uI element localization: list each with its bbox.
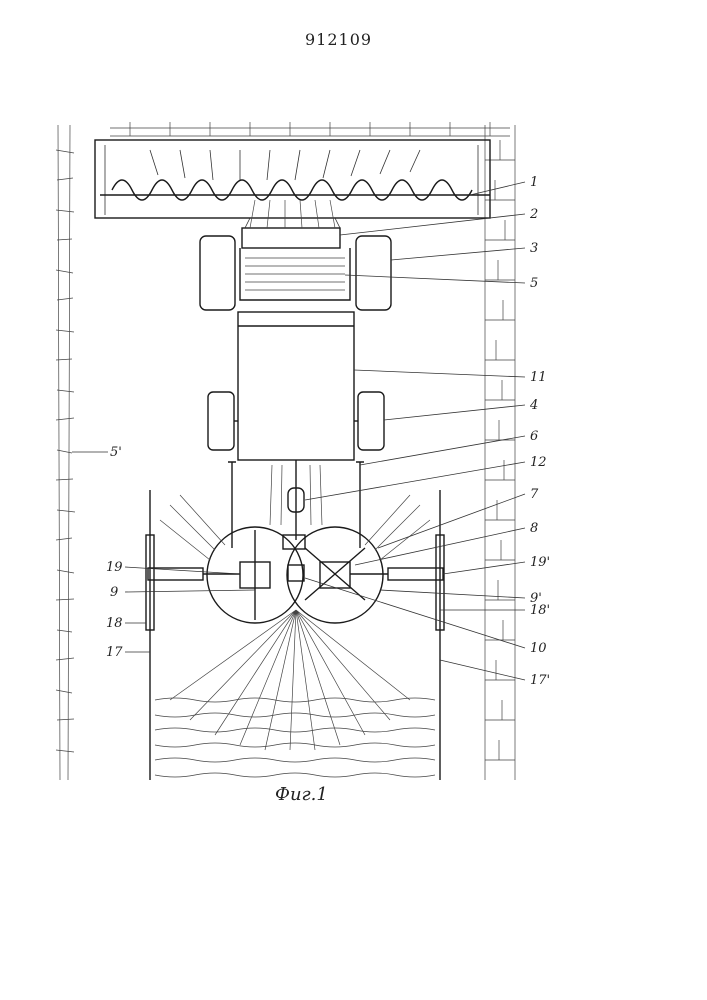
callout-11: 11	[530, 370, 547, 385]
callout-19: 19	[106, 560, 123, 575]
callout-18-prime: 18'	[530, 603, 550, 618]
callout-7: 7	[530, 487, 539, 502]
right-brick-wall	[485, 125, 515, 780]
callout-5-prime: 5'	[110, 445, 122, 460]
callout-5: 5	[530, 276, 538, 291]
figure-caption: Фиг.1	[275, 784, 328, 805]
callout-10: 10	[530, 641, 547, 656]
left-wall-texture	[56, 125, 75, 780]
callout-19-prime: 19'	[530, 555, 550, 570]
front-hopper	[240, 248, 350, 300]
rear-wheels	[208, 392, 384, 450]
front-wheels	[200, 236, 391, 310]
auger-spiral	[112, 180, 472, 200]
gearbox	[283, 535, 305, 581]
top-brick-row	[110, 122, 510, 136]
discharge-chute	[242, 200, 340, 248]
callout-1: 1	[530, 175, 538, 190]
callout-17-prime: 17'	[530, 673, 550, 688]
main-body	[238, 312, 354, 460]
callout-3: 3	[530, 241, 538, 256]
callout-9: 9	[110, 585, 118, 600]
bottom-material	[155, 698, 435, 777]
callout-17: 17	[106, 645, 123, 660]
callout-8: 8	[530, 521, 538, 536]
callout-12: 12	[530, 455, 547, 470]
auger-housing	[95, 140, 490, 218]
callout-2: 2	[529, 207, 538, 222]
callout-4: 4	[529, 398, 538, 413]
drive-shaft	[270, 460, 322, 540]
callout-6: 6	[530, 429, 538, 444]
callout-18: 18	[106, 616, 123, 631]
spray-fan	[160, 495, 430, 750]
cross-beam	[148, 568, 443, 580]
